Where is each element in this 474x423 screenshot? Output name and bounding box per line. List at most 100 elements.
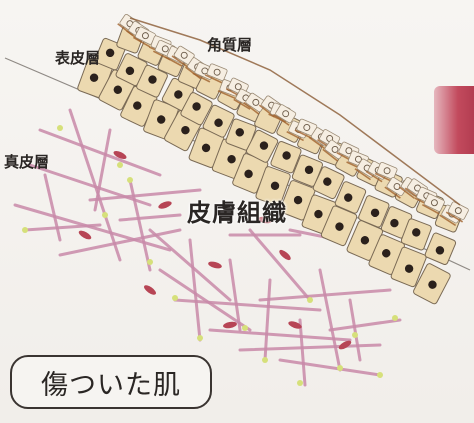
epidermal-cell [225,118,257,151]
corneum-cell [171,45,195,68]
fiber-tip [392,315,398,321]
fiber-tip [117,162,123,168]
cell-nucleus [125,66,135,76]
fiber-tip [127,177,133,183]
cell-nucleus [270,181,280,190]
corneum-ring [234,83,242,91]
cell-nucleus [113,85,123,94]
fibroblast-cell [208,261,222,269]
label-dermis: 真皮層 [4,153,50,171]
corneum-streak [365,170,383,183]
epidermal-cell [115,53,148,87]
corneum-cell [273,104,297,126]
epidermal-cell [255,166,291,207]
cell-nucleus [435,246,445,255]
epidermal-cell [202,104,235,138]
cell-nucleus [360,236,370,245]
fiber-tip [307,297,313,303]
cell-nucleus [214,118,223,127]
cell-nucleus [174,90,183,99]
collagen-fiber [148,228,232,302]
collagen-fiber [248,228,312,302]
stratum-corneum-cells [117,14,469,227]
fibroblast-cell [113,150,127,160]
corneum-body [376,161,398,180]
collagen-fiber [318,268,342,372]
epidermal-cell [320,205,358,247]
corneum-streak [374,172,393,183]
cell-nucleus [293,195,303,205]
skin-surface-line [129,17,461,206]
cell-nucleus [344,193,353,202]
corneum-cell [421,193,445,215]
cell-nucleus [201,143,211,153]
collagen-fiber [173,298,322,312]
corneum-streak [308,136,326,150]
corneum-streak [384,186,401,199]
cell-nucleus [192,102,201,111]
fiber-tip [102,212,108,218]
cell-nucleus [105,48,115,58]
epidermal-cell [358,195,390,228]
corneum-cell [445,201,469,223]
corneum-body [275,104,297,124]
cell-nucleus [181,125,190,135]
corneum-ring [161,45,169,53]
corneum-streak [171,55,189,68]
corneum-streak [192,72,211,83]
epidermal-cell [245,129,279,163]
fibroblast-cell [223,321,237,329]
cell-nucleus [323,177,332,186]
cell-nucleus [428,280,437,289]
corneum-streak [354,168,371,181]
epidermal-cell [334,181,367,214]
collagen-fiber [68,108,122,262]
epidermal-cell [270,141,302,174]
fibroblast-cell [144,285,156,295]
corneum-ring [430,199,438,207]
corneum-body [447,201,469,220]
fiber-tip [172,295,178,301]
epidermal-cell [390,246,427,288]
collagen-fiber [58,228,182,257]
corneum-cell [132,26,156,48]
corneum-ring [282,110,290,118]
corneum-body [423,193,445,212]
corneum-streak [233,98,251,110]
fibroblast-cell [288,321,302,329]
cell-nucleus [370,208,380,218]
epidermal-cell [424,232,457,265]
fiber-tip [242,325,248,331]
epidermal-cell [400,218,432,251]
collagen-fiber [228,258,242,332]
epidermal-cell [180,92,213,126]
collagen-fiber [328,318,402,332]
fiber-tip [297,380,303,386]
corneum-streak [164,56,183,67]
corneum-streak [286,130,304,142]
fiber-tip [377,372,383,378]
cell-nucleus [404,264,414,273]
corneum-body [206,63,228,81]
side-accent-tab [434,86,474,154]
collagen-network [13,108,402,387]
label-epidermis: 表皮層 [55,49,101,67]
fibroblast-cell [338,340,352,350]
collagen-fiber [23,223,102,232]
corneum-ring [213,68,221,76]
corneum-ring [303,124,311,131]
corneum-cell [204,63,228,84]
fibroblast-cell [258,216,272,224]
corneum-streak [132,36,151,48]
corneum-streak [243,101,260,115]
cell-nucleus [382,249,391,258]
fiber-tip [352,332,358,338]
fiber-tip [337,365,343,371]
cell-nucleus [148,75,157,84]
cell-nucleus [235,128,244,137]
fibroblast-cell [279,249,291,261]
collagen-fiber [208,328,352,342]
cell-nucleus [390,218,399,228]
